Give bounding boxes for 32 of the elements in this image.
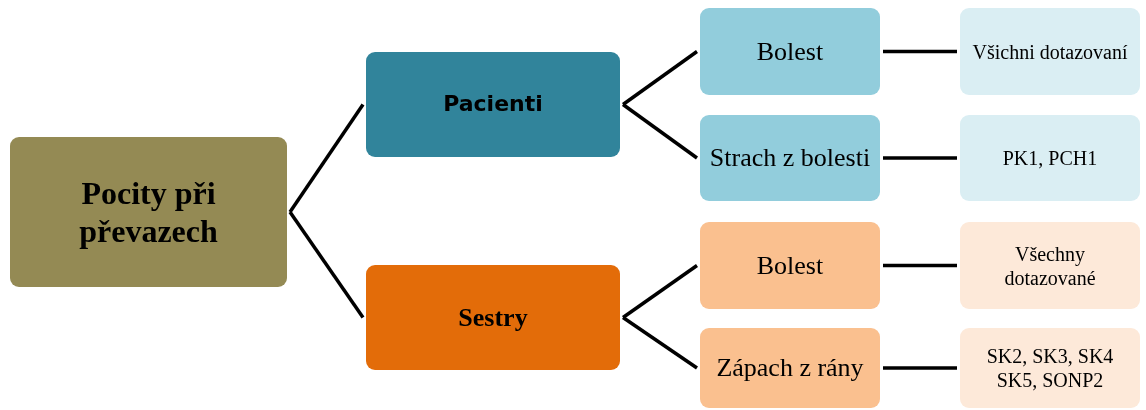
topic-box bbox=[366, 52, 620, 157]
connector-line bbox=[883, 366, 957, 370]
topic-box bbox=[960, 115, 1140, 201]
connector-line bbox=[288, 103, 365, 213]
connector-line bbox=[883, 263, 957, 268]
connector-line bbox=[621, 103, 699, 160]
connector-line bbox=[883, 156, 957, 160]
box-label: Všechny dotazované bbox=[1003, 241, 1097, 290]
topic-box bbox=[960, 328, 1140, 408]
topic-box bbox=[960, 8, 1140, 95]
topic-box bbox=[700, 115, 880, 201]
box-label: Bolest bbox=[756, 35, 824, 68]
topic-box bbox=[700, 328, 880, 408]
connector-line bbox=[883, 49, 957, 54]
box-label: Bolest bbox=[756, 249, 824, 282]
box-label: Zápach z rány bbox=[716, 352, 864, 384]
box-label: Pocity při převazech bbox=[78, 173, 219, 251]
topic-box bbox=[10, 137, 287, 287]
box-label: Všichni dotazovaní bbox=[972, 39, 1128, 64]
topic-box bbox=[700, 222, 880, 309]
topic-box bbox=[960, 222, 1140, 309]
box-label: SK2, SK3, SK4 SK5, SONP2 bbox=[985, 344, 1115, 392]
box-label: Strach z bolesti bbox=[709, 142, 871, 174]
connector-line bbox=[622, 264, 698, 319]
connector-line bbox=[622, 50, 698, 106]
topic-box bbox=[700, 8, 880, 95]
box-label: PK1, PCH1 bbox=[1002, 146, 1098, 170]
topic-box bbox=[366, 265, 620, 370]
connector-line bbox=[288, 211, 365, 319]
connector-line bbox=[622, 316, 698, 370]
box-label: Pacienti bbox=[443, 91, 543, 118]
box-label: Sestry bbox=[458, 301, 528, 334]
